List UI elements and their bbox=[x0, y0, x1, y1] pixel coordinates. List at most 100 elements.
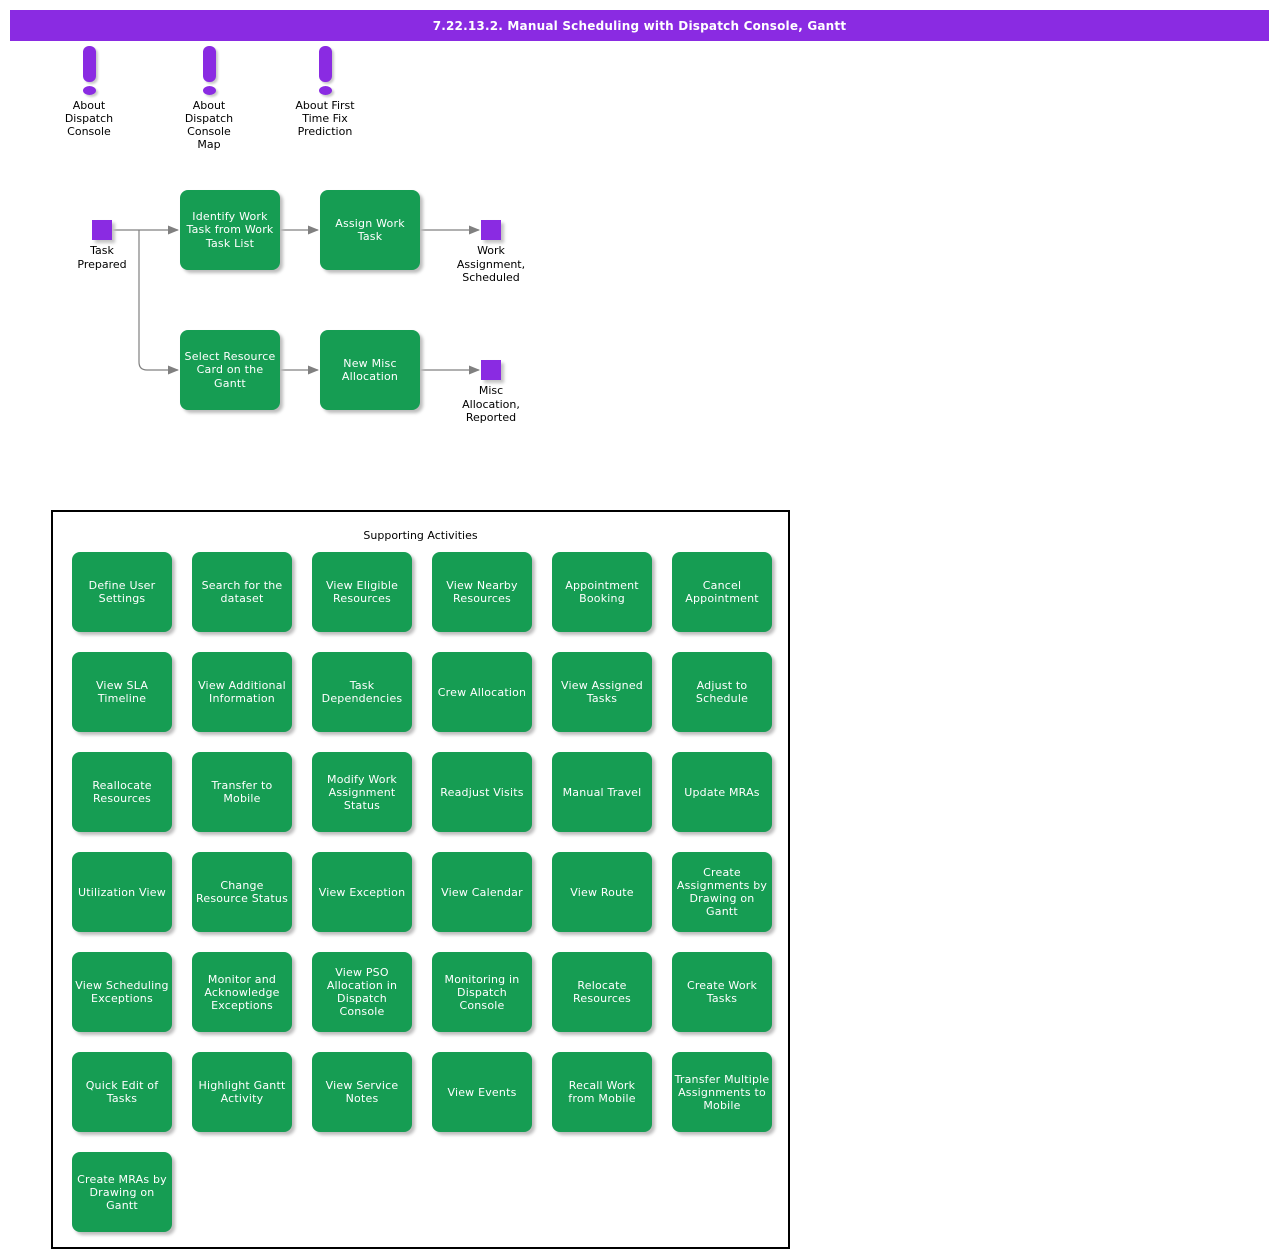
activity-view-pso-allocation-in-dispatch-console[interactable]: View PSO Allocation in Dispatch Console bbox=[312, 952, 412, 1032]
activity-label: View PSO Allocation in Dispatch Console bbox=[326, 966, 398, 1018]
activity-reallocate-resources[interactable]: Reallocate Resources bbox=[72, 752, 172, 832]
activity-label: View Route bbox=[570, 885, 634, 899]
exclamation-dot-icon bbox=[318, 86, 332, 95]
activity-label: Recall Work from Mobile bbox=[568, 1079, 636, 1105]
activity-label: Task Dependencies bbox=[321, 679, 403, 705]
activity-change-resource-status[interactable]: Change Resource Status bbox=[192, 852, 292, 932]
activity-label: View Events bbox=[447, 1085, 517, 1099]
activity-create-work-tasks[interactable]: Create Work Tasks bbox=[672, 952, 772, 1032]
task-assign-work-task[interactable]: Assign Work Task bbox=[320, 190, 420, 270]
task-label: Select Resource Card on the Gantt bbox=[184, 349, 276, 390]
activity-utilization-view[interactable]: Utilization View bbox=[72, 852, 172, 932]
activity-label: Create Work Tasks bbox=[686, 979, 758, 1005]
activity-readjust-visits[interactable]: Readjust Visits bbox=[432, 752, 532, 832]
task-label: New Misc Allocation bbox=[341, 356, 399, 384]
activity-label: Crew Allocation bbox=[437, 685, 527, 699]
event-task-prepared-label: Task Prepared bbox=[77, 244, 127, 271]
activity-view-scheduling-exceptions[interactable]: View Scheduling Exceptions bbox=[72, 952, 172, 1032]
event-work-assignment-scheduled-label: Work Assignment, Scheduled bbox=[456, 244, 526, 284]
activity-label: Update MRAs bbox=[684, 785, 760, 799]
activity-update-mras[interactable]: Update MRAs bbox=[672, 752, 772, 832]
activity-label: Change Resource Status bbox=[196, 879, 288, 905]
activity-search-for-the-dataset[interactable]: Search for the dataset bbox=[192, 552, 292, 632]
activity-view-additional-information[interactable]: View Additional Information bbox=[192, 652, 292, 732]
event-task-prepared[interactable] bbox=[92, 220, 112, 240]
activity-label: Monitoring in Dispatch Console bbox=[444, 972, 520, 1012]
note-about-dispatch-console-map[interactable]: About Dispatch Console Map bbox=[154, 46, 264, 151]
event-work-assignment-scheduled[interactable] bbox=[481, 220, 501, 240]
activity-label: View Calendar bbox=[441, 885, 523, 899]
note-about-first-time-fix-prediction[interactable]: About First Time Fix Prediction bbox=[270, 46, 380, 138]
activity-monitoring-in-dispatch-console[interactable]: Monitoring in Dispatch Console bbox=[432, 952, 532, 1032]
exclamation-dot-icon bbox=[202, 86, 216, 95]
activity-view-sla-timeline[interactable]: View SLA Timeline bbox=[72, 652, 172, 732]
activity-label: Create Assignments by Drawing on Gantt bbox=[676, 866, 768, 918]
task-identify-work-task-from-work-task-list[interactable]: Identify Work Task from Work Task List bbox=[180, 190, 280, 270]
event-misc-allocation-reported[interactable] bbox=[481, 360, 501, 380]
activity-label: Appointment Booking bbox=[565, 579, 639, 605]
exclamation-icon bbox=[318, 46, 332, 82]
task-select-resource-card-on-the-gantt[interactable]: Select Resource Card on the Gantt bbox=[180, 330, 280, 410]
activity-view-eligible-resources[interactable]: View Eligible Resources bbox=[312, 552, 412, 632]
activity-label: Manual Travel bbox=[562, 785, 642, 799]
activity-transfer-to-mobile[interactable]: Transfer to Mobile bbox=[192, 752, 292, 832]
activity-label: View Assigned Tasks bbox=[561, 679, 643, 705]
activity-label: Quick Edit of Tasks bbox=[85, 1079, 159, 1105]
activity-quick-edit-of-tasks[interactable]: Quick Edit of Tasks bbox=[72, 1052, 172, 1132]
task-new-misc-allocation[interactable]: New Misc Allocation bbox=[320, 330, 420, 410]
activity-view-nearby-resources[interactable]: View Nearby Resources bbox=[432, 552, 532, 632]
activity-define-user-settings[interactable]: Define User Settings bbox=[72, 552, 172, 632]
activity-label: Reallocate Resources bbox=[92, 779, 152, 805]
activity-label: Highlight Gantt Activity bbox=[198, 1079, 286, 1105]
activity-cancel-appointment[interactable]: Cancel Appointment bbox=[672, 552, 772, 632]
activity-label: Modify Work Assignment Status bbox=[327, 772, 397, 812]
supporting-activities-title: Supporting Activities bbox=[363, 529, 478, 542]
page-title: 7.22.13.2. Manual Scheduling with Dispat… bbox=[432, 18, 847, 33]
activity-label: Create MRAs by Drawing on Gantt bbox=[77, 1172, 167, 1212]
activity-label: Define User Settings bbox=[88, 579, 156, 605]
activity-appointment-booking[interactable]: Appointment Booking bbox=[552, 552, 652, 632]
activity-label: View Additional Information bbox=[198, 679, 286, 705]
supporting-activities-panel: Supporting Activities Define User Settin… bbox=[51, 510, 790, 1249]
activity-view-service-notes[interactable]: View Service Notes bbox=[312, 1052, 412, 1132]
activity-crew-allocation[interactable]: Crew Allocation bbox=[432, 652, 532, 732]
activity-label: Utilization View bbox=[78, 885, 166, 899]
note-label: About Dispatch Console Map bbox=[184, 99, 234, 151]
activity-label: View Scheduling Exceptions bbox=[75, 979, 169, 1005]
task-label: Identify Work Task from Work Task List bbox=[186, 209, 274, 250]
activity-create-assignments-by-drawing-on-gantt[interactable]: Create Assignments by Drawing on Gantt bbox=[672, 852, 772, 932]
exclamation-icon bbox=[202, 46, 216, 82]
activity-adjust-to-schedule[interactable]: Adjust to Schedule bbox=[672, 652, 772, 732]
activity-highlight-gantt-activity[interactable]: Highlight Gantt Activity bbox=[192, 1052, 292, 1132]
activity-manual-travel[interactable]: Manual Travel bbox=[552, 752, 652, 832]
activity-label: View SLA Timeline bbox=[95, 679, 149, 705]
activity-label: View Eligible Resources bbox=[325, 579, 399, 605]
activity-task-dependencies[interactable]: Task Dependencies bbox=[312, 652, 412, 732]
activity-label: Search for the dataset bbox=[201, 579, 283, 605]
note-label: About First Time Fix Prediction bbox=[295, 99, 355, 138]
activity-label: Readjust Visits bbox=[440, 785, 524, 799]
activity-transfer-multiple-assignments-to-mobile[interactable]: Transfer Multiple Assignments to Mobile bbox=[672, 1052, 772, 1132]
activity-modify-work-assignment-status[interactable]: Modify Work Assignment Status bbox=[312, 752, 412, 832]
title-bar: 7.22.13.2. Manual Scheduling with Dispat… bbox=[10, 10, 1269, 41]
activity-view-assigned-tasks[interactable]: View Assigned Tasks bbox=[552, 652, 652, 732]
note-about-dispatch-console[interactable]: About Dispatch Console bbox=[34, 46, 144, 138]
activity-monitor-and-acknowledge-exceptions[interactable]: Monitor and Acknowledge Exceptions bbox=[192, 952, 292, 1032]
activity-label: View Service Notes bbox=[325, 1079, 399, 1105]
activity-label: Relocate Resources bbox=[573, 979, 631, 1005]
event-misc-allocation-reported-label: Misc Allocation, Reported bbox=[462, 384, 520, 424]
task-label: Assign Work Task bbox=[335, 216, 405, 244]
activity-view-calendar[interactable]: View Calendar bbox=[432, 852, 532, 932]
activity-relocate-resources[interactable]: Relocate Resources bbox=[552, 952, 652, 1032]
activity-label: View Nearby Resources bbox=[446, 579, 518, 605]
note-label: About Dispatch Console bbox=[64, 99, 114, 138]
activity-label: Monitor and Acknowledge Exceptions bbox=[204, 972, 280, 1012]
exclamation-icon bbox=[82, 46, 96, 82]
activity-create-mras-by-drawing-on-gantt[interactable]: Create MRAs by Drawing on Gantt bbox=[72, 1152, 172, 1232]
activity-view-events[interactable]: View Events bbox=[432, 1052, 532, 1132]
activity-recall-work-from-mobile[interactable]: Recall Work from Mobile bbox=[552, 1052, 652, 1132]
activity-label: Transfer Multiple Assignments to Mobile bbox=[674, 1072, 770, 1112]
activity-view-route[interactable]: View Route bbox=[552, 852, 652, 932]
activity-label: View Exception bbox=[318, 885, 406, 899]
activity-view-exception[interactable]: View Exception bbox=[312, 852, 412, 932]
